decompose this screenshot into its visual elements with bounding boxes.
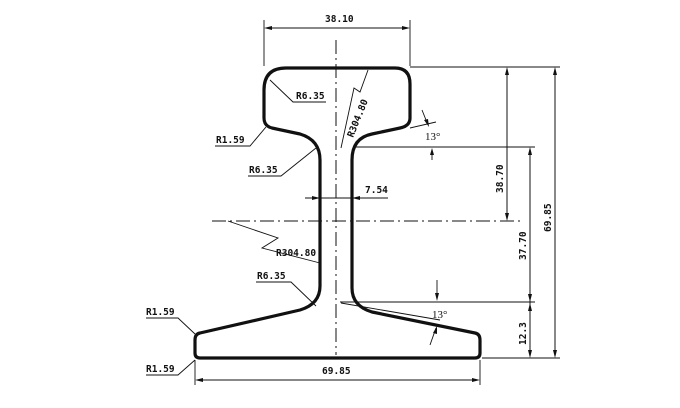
overall-height-label: 69.85 (543, 203, 554, 232)
web-base-fillet-radius-label: R6.35 (257, 271, 286, 282)
base-width-dimension (194, 360, 481, 385)
head-crown-radius-label: R304.80 (346, 98, 371, 140)
head-underside-radius-label: R1.59 (216, 135, 245, 146)
head-depth-label: 38.70 (495, 164, 506, 193)
base-thickness-label: 12.3 (518, 322, 529, 345)
web-thickness-dimension (305, 185, 388, 208)
web-side-radius-label: R304.80 (276, 248, 316, 259)
head-web-fillet-radius-label: R6.35 (249, 165, 278, 176)
web-thickness-label: 7.54 (365, 185, 388, 196)
overall-height-dimension (553, 67, 557, 358)
base-top-edge-radius-label: R1.59 (146, 307, 175, 318)
base-width-label: 69.85 (322, 366, 351, 377)
rail-profile (193, 66, 482, 360)
web-depth-dimension (528, 147, 532, 356)
head-depth-dimension (505, 67, 509, 221)
head-slope-angle-label: 13° (425, 131, 440, 143)
head-width-dimension (263, 20, 411, 66)
web-depth-label: 37.70 (518, 231, 529, 260)
base-bottom-edge-radius-label: R1.59 (146, 364, 175, 375)
head-width-label: 38.10 (325, 14, 354, 25)
base-slope-angle-label: 13° (432, 309, 447, 321)
head-corner-radius-label: R6.35 (296, 91, 325, 102)
